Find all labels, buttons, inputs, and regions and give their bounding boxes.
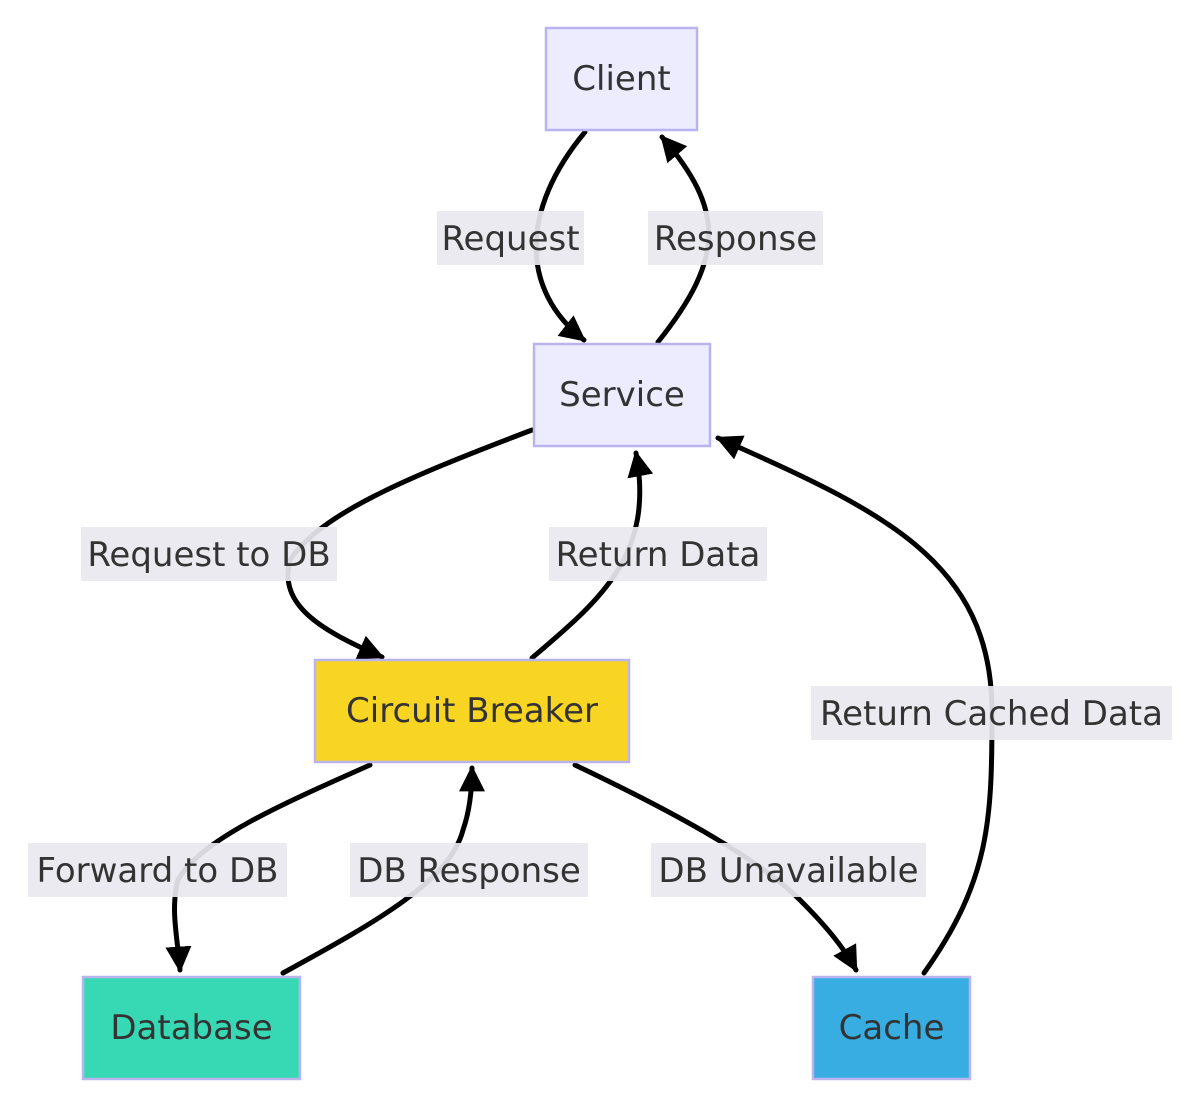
node-cache: Cache — [811, 975, 972, 1081]
node-circuit-breaker: Circuit Breaker — [313, 658, 631, 764]
edge-label-db-response: DB Response — [350, 843, 588, 897]
edge-label-response: Response — [648, 211, 823, 265]
node-client: Client — [544, 26, 699, 132]
node-box-client — [544, 26, 699, 132]
edge-label-forward-to-db: Forward to DB — [28, 843, 287, 897]
node-service: Service — [532, 342, 712, 448]
node-box-circuit-breaker — [313, 658, 631, 764]
edge-label-text-db-unavailable: DB Unavailable — [658, 851, 918, 891]
edge-label-text-response: Response — [654, 219, 817, 259]
edge-label-text-return-data: Return Data — [556, 535, 761, 575]
node-label-circuit-breaker: Circuit Breaker — [346, 691, 598, 731]
edge-label-request-to-db: Request to DB — [81, 527, 337, 581]
edge-label-db-unavailable: DB Unavailable — [651, 843, 926, 897]
edge-return-cached-data — [715, 435, 995, 976]
edge-label-return-cached-data: Return Cached Data — [811, 686, 1172, 740]
node-label-service: Service — [559, 375, 685, 415]
edge-line-return-cached-data — [715, 435, 995, 976]
node-label-database: Database — [110, 1008, 272, 1048]
node-label-client: Client — [572, 59, 670, 99]
edge-label-text-return-cached-data: Return Cached Data — [820, 694, 1163, 734]
node-label-cache: Cache — [839, 1008, 945, 1048]
edge-label-text-forward-to-db: Forward to DB — [37, 851, 279, 891]
edge-label-text-db-response: DB Response — [357, 851, 581, 891]
node-box-service — [532, 342, 712, 448]
edge-label-return-data: Return Data — [549, 527, 767, 581]
node-box-database — [81, 975, 302, 1081]
edge-label-text-request: Request — [441, 219, 579, 259]
node-box-cache — [811, 975, 972, 1081]
edge-label-text-request-to-db: Request to DB — [87, 535, 330, 575]
node-database: Database — [81, 975, 302, 1081]
edge-label-request: Request — [437, 211, 584, 265]
